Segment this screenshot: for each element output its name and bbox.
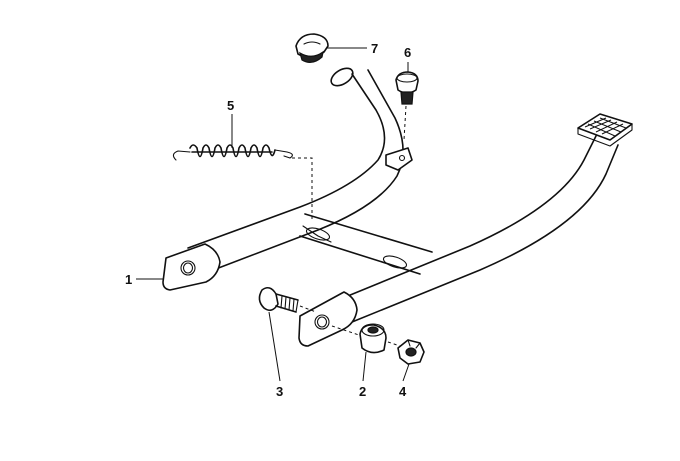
rubber-plug-cap [295,33,329,63]
hex-nut [387,339,425,365]
callout-5: 5 [227,98,234,113]
callout-1: 1 [125,272,132,287]
callout-2: 2 [359,384,366,399]
rubber-stop [395,71,419,141]
leader-lines [136,47,410,382]
callout-3: 3 [276,384,283,399]
tension-spring [172,144,313,222]
bolt [258,286,317,313]
callout-6: 6 [404,45,411,60]
spacer-washer [331,323,387,354]
stand-frame [162,67,633,347]
callout-4: 4 [399,384,407,399]
callout-7: 7 [371,41,378,56]
